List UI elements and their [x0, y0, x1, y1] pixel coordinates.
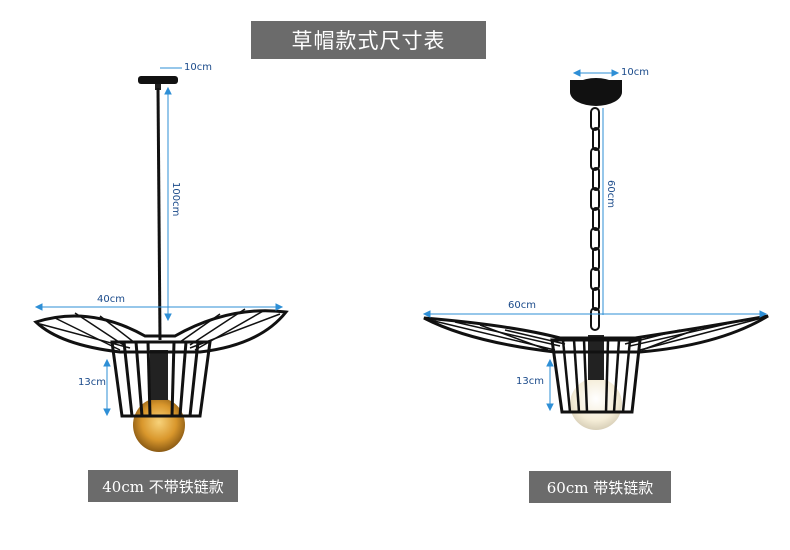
page-title: 草帽款式尺寸表: [251, 21, 486, 59]
dim-width-left: 40cm: [97, 294, 125, 305]
chain-right: [590, 107, 600, 331]
rod-left: [156, 87, 162, 341]
dim-height-right: 13cm: [516, 376, 544, 387]
dimension-lines-right: [422, 69, 768, 412]
dimension-lines-left: [34, 67, 284, 417]
lamp-right: [422, 69, 769, 430]
cage-left: [110, 340, 212, 418]
canopy-left: [138, 76, 178, 84]
lamp-left: [33, 67, 289, 452]
dim-width-right: 60cm: [508, 300, 536, 311]
dim-height-left: 13cm: [78, 377, 106, 388]
dim-drop-left: 100cm: [170, 182, 181, 217]
caption-left: 40cm 不带铁链款: [88, 470, 238, 502]
bulb-right: [570, 378, 622, 430]
dim-canopy-left: 10cm: [184, 62, 212, 73]
brim-right: [423, 314, 769, 354]
dim-canopy-right: 10cm: [621, 67, 649, 78]
cage-right: [550, 338, 642, 414]
dim-drop-right: 60cm: [605, 180, 616, 208]
brim-left: [33, 309, 289, 354]
caption-right: 60cm 带铁链款: [529, 471, 671, 503]
